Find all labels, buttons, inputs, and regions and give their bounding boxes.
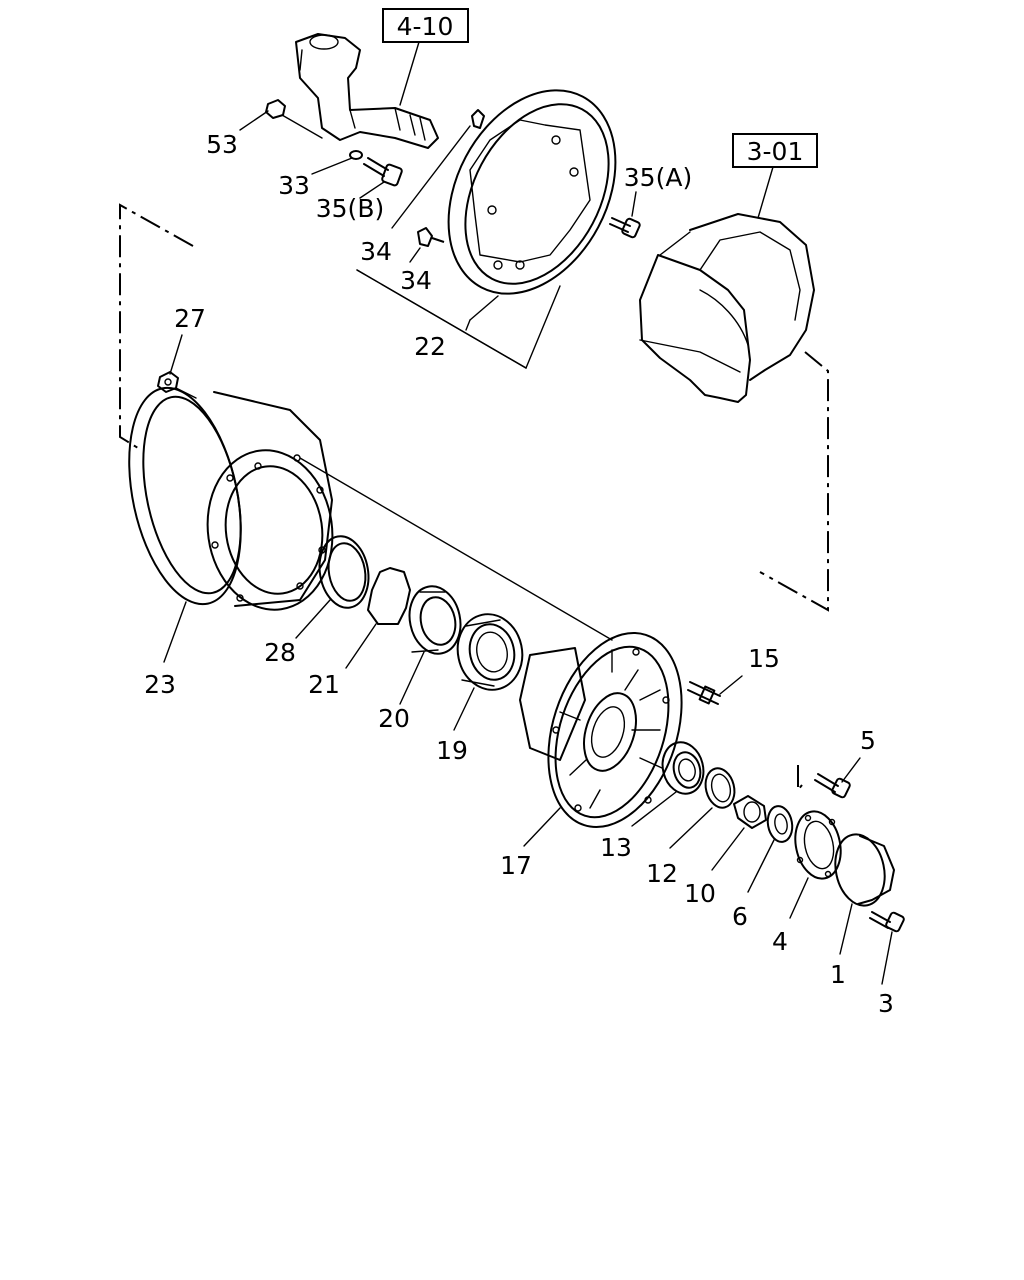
bolt-35a [609, 217, 641, 239]
cap-gasket-4 [794, 810, 842, 880]
callout-27: 27 [174, 304, 206, 333]
hub-cap-1 [834, 833, 895, 907]
callout-4: 4 [772, 927, 788, 956]
callout-12: 12 [646, 859, 678, 888]
drum-stud-line [299, 457, 613, 641]
callout-33: 33 [278, 171, 310, 200]
wheel-hub-17 [519, 631, 683, 829]
callout-13: 13 [600, 833, 632, 862]
callout-23: 23 [144, 670, 176, 699]
bracket-22 [356, 269, 527, 369]
callout-53: 53 [206, 130, 238, 159]
bearing-outer-20 [408, 585, 462, 655]
ring-12 [704, 767, 736, 809]
callout-21: 21 [308, 670, 340, 699]
callout-19: 19 [436, 736, 468, 765]
callout-3: 3 [878, 989, 894, 1018]
leader-4-10 [399, 41, 420, 106]
clip-34-lower [417, 227, 433, 247]
enclosure-right [759, 351, 829, 612]
ref-box-3-01[interactable]: 3-01 [732, 133, 818, 168]
bolt-5 [814, 773, 851, 799]
callout-35a: 35(A) [624, 163, 692, 192]
callout-34-lower: 34 [400, 266, 432, 295]
hub-bolt-15 [687, 681, 721, 705]
brake-drum [128, 386, 334, 611]
bearing-inner-19 [456, 613, 524, 691]
ref-box-4-10[interactable]: 4-10 [382, 8, 469, 43]
clip-34-upper [471, 109, 485, 129]
gasket-21 [367, 567, 411, 625]
callout-20: 20 [378, 704, 410, 733]
callout-22: 22 [414, 332, 446, 361]
callout-34-upper: 34 [360, 237, 392, 266]
backing-plate [447, 89, 617, 295]
svg-text:3-01: 3-01 [747, 137, 804, 166]
washer-33 [349, 150, 363, 160]
callout-5: 5 [860, 726, 876, 755]
leader-3-01 [757, 166, 774, 219]
callout-15: 15 [748, 644, 780, 673]
brake-shoe-assembly [639, 213, 815, 403]
callout-35b: 35(B) [316, 194, 384, 223]
bolt-35b [363, 157, 403, 187]
callout-17: 17 [500, 851, 532, 880]
bearing-13 [661, 741, 705, 795]
clip-link [431, 237, 445, 243]
steering-knuckle [295, 33, 439, 149]
lock-washer-6 [766, 805, 794, 843]
leader-lines [163, 110, 893, 985]
enclosure-small [797, 765, 803, 793]
bolt-3 [869, 911, 905, 933]
callout-28: 28 [264, 638, 296, 667]
svg-text:4-10: 4-10 [397, 12, 454, 41]
oil-seal-28 [318, 535, 370, 609]
enclosure-left [119, 203, 194, 449]
callout-1: 1 [830, 960, 846, 989]
callout-6: 6 [732, 902, 748, 931]
hub-nut-10 [733, 795, 767, 829]
knuckle-link-line [281, 114, 323, 139]
callout-10: 10 [684, 879, 716, 908]
